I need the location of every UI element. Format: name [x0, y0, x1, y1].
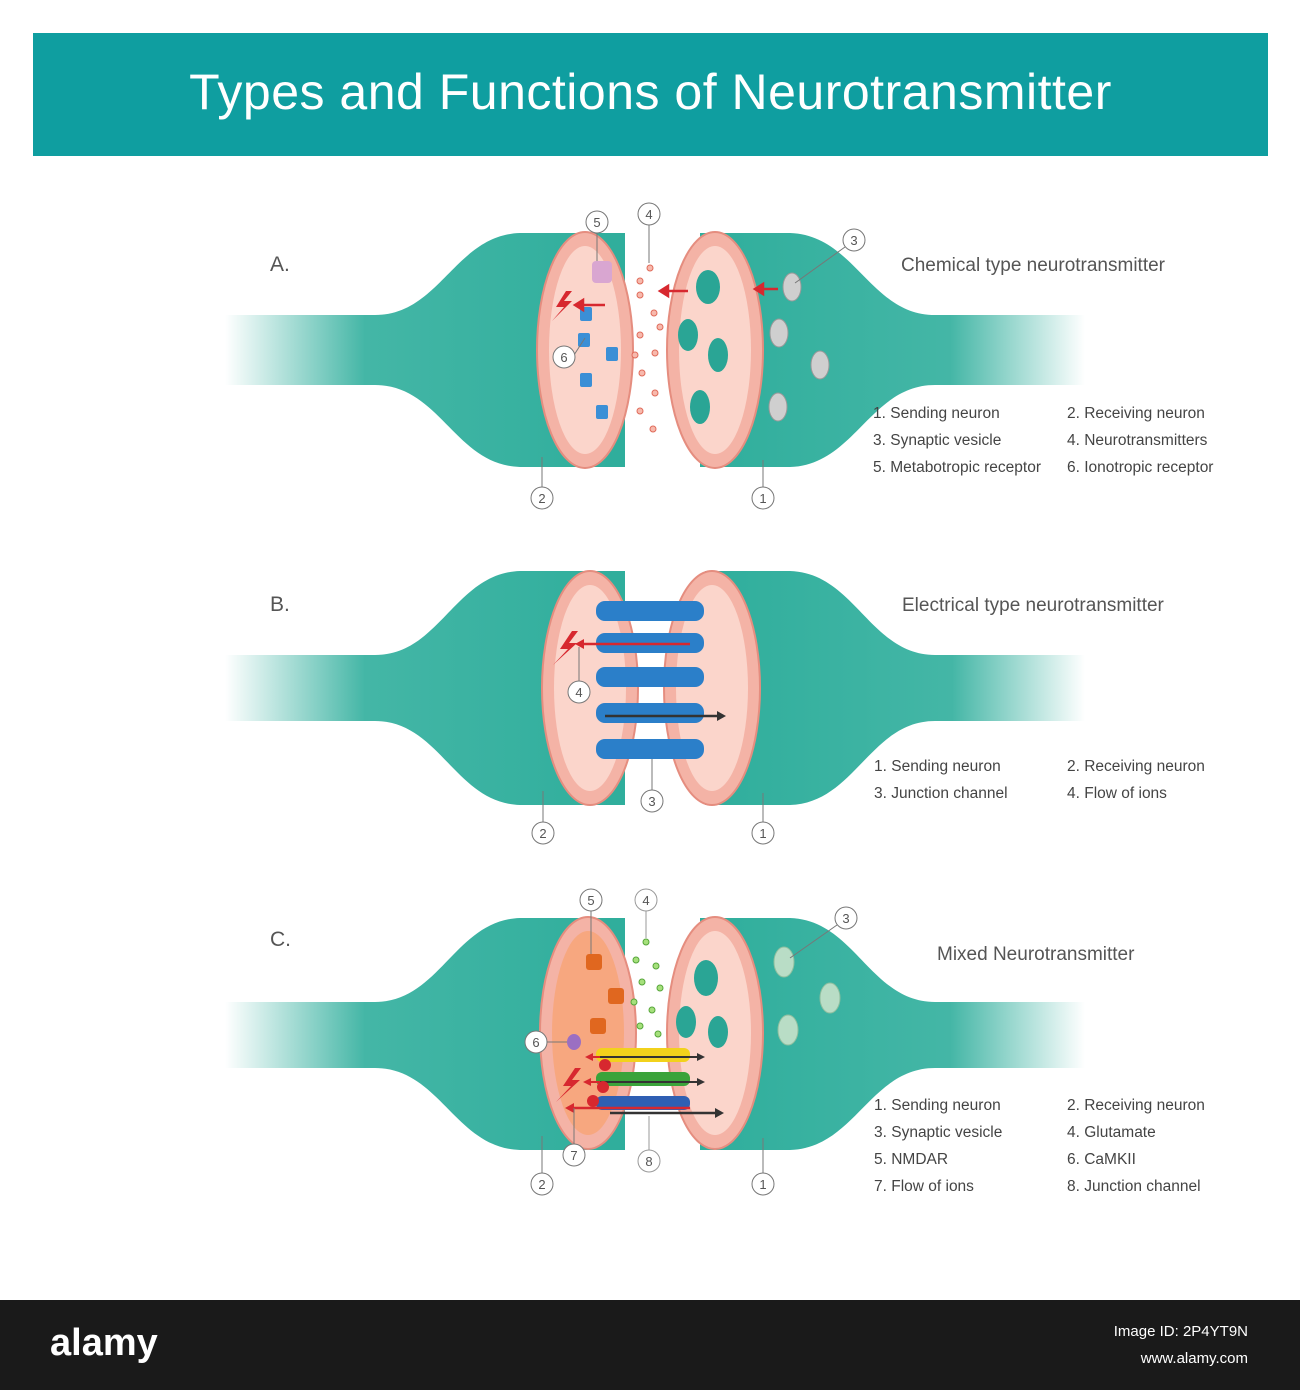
legend-item: 4. Neurotransmitters	[1067, 432, 1208, 449]
callout-5: 5	[579, 888, 603, 954]
sending-neuron	[705, 571, 1085, 805]
svg-text:1: 1	[759, 1177, 766, 1192]
panel-mixed: 1 2 3 4 5 6 7	[0, 870, 1300, 1200]
callout-2: 2	[530, 457, 554, 510]
panel-electrical: 1 2 3 4 B. Electrical type neurotransmit…	[0, 535, 1300, 865]
mixed-synapse-illustration: 1 2 3 4 5 6 7	[225, 888, 1085, 1196]
svg-text:4: 4	[645, 207, 652, 222]
legend-item: 1. Sending neuron	[874, 1097, 1001, 1114]
nmdar-icon	[586, 954, 624, 1034]
legend-item: 2. Receiving neuron	[1067, 1097, 1205, 1114]
callout-5: 5	[585, 210, 609, 261]
footer-brand-logo: alamy	[50, 1322, 158, 1364]
synaptic-vesicle-icon	[768, 272, 830, 422]
svg-text:4: 4	[642, 893, 649, 908]
callout-7: 7	[562, 1108, 586, 1167]
synaptic-vesicle-icon	[773, 946, 841, 1046]
lightning-bolt-icon	[552, 291, 572, 321]
receiving-neuron	[225, 918, 625, 1150]
callout-3: 3	[794, 228, 866, 284]
legend-item: 6. CaMKII	[1067, 1151, 1136, 1168]
receiving-neuron	[225, 571, 625, 805]
junction-channel-icon	[596, 601, 704, 759]
legend-item: 2. Receiving neuron	[1067, 405, 1205, 422]
svg-text:3: 3	[842, 911, 849, 926]
svg-text:6: 6	[560, 350, 567, 365]
panel-title: Mixed Neurotransmitter	[937, 944, 1135, 965]
footer-url: www.alamy.com	[1140, 1350, 1248, 1367]
legend-item: 3. Synaptic vesicle	[873, 432, 1002, 449]
page-title: Types and Functions of Neurotransmitter	[189, 64, 1112, 120]
svg-text:1: 1	[759, 491, 766, 506]
callout-1: 1	[751, 1138, 775, 1196]
metabotropic-receptor-icon	[592, 261, 612, 283]
legend-item: 6. Ionotropic receptor	[1067, 459, 1214, 476]
glutamate-dots	[630, 938, 664, 1038]
svg-text:8: 8	[645, 1154, 652, 1169]
svg-text:6: 6	[532, 1035, 539, 1050]
footer-image-id: Image ID: 2P4YT9N	[1113, 1323, 1248, 1340]
sending-neuron	[700, 918, 1085, 1150]
chemical-synapse-illustration: 1 2 3 4 5 6	[225, 202, 1085, 510]
phosphate-icon	[587, 1059, 611, 1107]
svg-text:2: 2	[538, 491, 545, 506]
callout-3: 3	[640, 759, 664, 813]
svg-text:3: 3	[648, 794, 655, 809]
callout-4: 4	[637, 202, 661, 263]
watermark-footer: alamy Image ID: 2P4YT9N www.alamy.com	[0, 1300, 1300, 1390]
legend-item: 8. Junction channel	[1067, 1178, 1201, 1195]
svg-text:1: 1	[759, 826, 766, 841]
panel-letter: C.	[270, 928, 291, 951]
legend-item: 4. Glutamate	[1067, 1124, 1156, 1141]
legend: 1. Sending neuron 2. Receiving neuron 3.…	[874, 1097, 1237, 1196]
callout-2: 2	[531, 791, 555, 845]
svg-text:5: 5	[593, 215, 600, 230]
legend: 1. Sending neuron 2. Receiving neuron 3.…	[873, 405, 1237, 477]
panel-letter: A.	[270, 253, 290, 276]
callout-2: 2	[530, 1136, 554, 1196]
flow-of-ions-arrow	[575, 639, 726, 721]
callout-4: 4	[567, 647, 591, 704]
legend-item: 3. Junction channel	[874, 785, 1008, 802]
legend-item: 5. NMDAR	[874, 1151, 949, 1168]
panel-title: Electrical type neurotransmitter	[902, 595, 1164, 616]
svg-text:2: 2	[538, 1177, 545, 1192]
svg-text:2: 2	[539, 826, 546, 841]
svg-text:4: 4	[575, 685, 582, 700]
panel-title: Chemical type neurotransmitter	[901, 255, 1165, 276]
camkii-icon	[567, 1034, 581, 1050]
svg-text:5: 5	[587, 893, 594, 908]
neurotransmitter-dots	[631, 264, 664, 433]
receiving-neuron	[225, 233, 625, 467]
callout-1: 1	[751, 793, 775, 845]
svg-text:3: 3	[850, 233, 857, 248]
title-banner: Types and Functions of Neurotransmitter	[33, 33, 1268, 156]
callout-1: 1	[751, 460, 775, 510]
callout-6: 6	[552, 337, 586, 369]
legend-item: 2. Receiving neuron	[1067, 758, 1205, 775]
signal-arrow-icon	[572, 281, 778, 313]
legend-item: 1. Sending neuron	[874, 758, 1001, 775]
legend-item: 1. Sending neuron	[873, 405, 1000, 422]
callout-6: 6	[524, 1030, 567, 1054]
flow-of-ions-arrow	[565, 1053, 724, 1118]
legend-item: 5. Metabotropic receptor	[873, 459, 1042, 476]
legend-item: 4. Flow of ions	[1067, 785, 1167, 802]
lightning-bolt-icon	[556, 1068, 581, 1102]
svg-text:7: 7	[570, 1148, 577, 1163]
legend: 1. Sending neuron 2. Receiving neuron 3.…	[874, 758, 1237, 803]
callout-8: 8	[637, 1116, 661, 1173]
electrical-synapse-illustration: 1 2 3 4	[225, 570, 1085, 845]
panel-chemical: 1 2 3 4 5 6 A. Chemical type neurotran	[0, 195, 1300, 525]
callout-3: 3	[789, 906, 858, 959]
callout-4: 4	[634, 888, 658, 938]
lightning-bolt-icon	[553, 631, 578, 665]
legend-item: 3. Synaptic vesicle	[874, 1124, 1003, 1141]
legend-item: 7. Flow of ions	[874, 1178, 974, 1195]
panel-letter: B.	[270, 593, 290, 616]
